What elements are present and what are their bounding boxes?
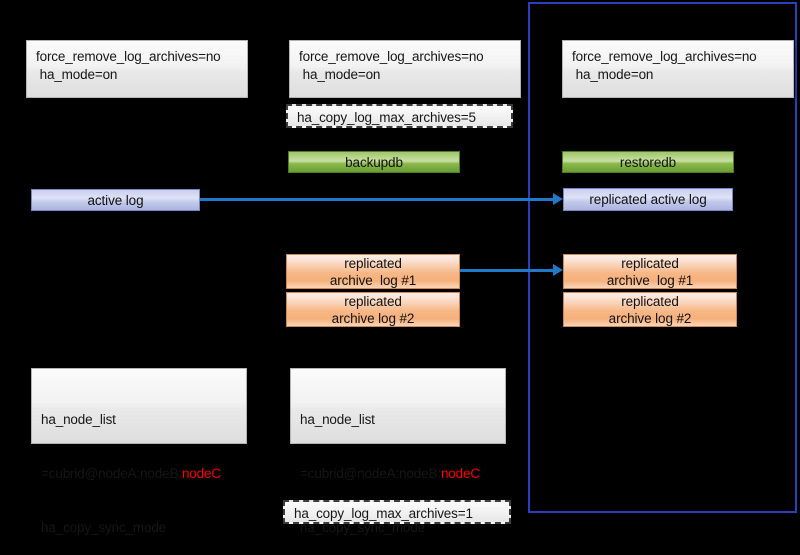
middle-ha-node-list-line2: =cubrid@nodeA:nodeB:nodeC [300,465,505,483]
middle-ha-node-list-box: ha_node_list =cubrid@nodeA:nodeB:nodeC h… [290,368,506,535]
left-node-config-box: force_remove_log_archives=no ha_mode=on [26,40,248,98]
active-log-replication-arrow-head [553,193,563,205]
middle-node-config-box: force_remove_log_archives=no ha_mode=on [289,40,521,98]
middle-max-archives-box: ha_copy_log_max_archives=5 [286,104,513,128]
backupdb-command-box: backupdb [288,151,460,173]
left-ha-node-list-line2-prefix: =cubrid@nodeA:nodeB: [41,466,182,481]
active-log-replication-arrow-line [200,198,553,201]
right-node-config-box: force_remove_log_archives=no ha_mode=on [562,40,794,98]
right-replicated-archive-log-2: replicated archive log #2 [563,292,737,327]
left-ha-node-list-line2-highlight: nodeC [181,466,221,481]
right-replicated-archive-log-1: replicated archive log #1 [563,254,737,289]
left-ha-node-list-line2: =cubrid@nodeA:nodeB:nodeC [41,465,246,483]
archive-log-replication-arrow-line [460,269,553,272]
left-ha-node-list-box: ha_node_list =cubrid@nodeA:nodeB:nodeC h… [31,368,247,535]
left-ha-copy-sync-mode-line: ha_copy_sync_mode [41,520,167,535]
left-ha-node-list-line1: ha_node_list [41,412,116,427]
middle-ha-node-list-line2-highlight: nodeC [440,466,480,481]
middle-ha-node-list-line1: ha_node_list [300,412,375,427]
restoredb-command-box: restoredb [562,151,734,173]
replica-region-border [528,2,797,513]
archive-log-replication-arrow-head [553,264,563,276]
middle-ha-node-list-line2-prefix: =cubrid@nodeA:nodeB: [300,466,441,481]
right-replicated-active-log-box: replicated active log [563,188,733,211]
middle-max-archives-bottom-box: ha_copy_log_max_archives=1 [283,500,511,524]
middle-replicated-archive-log-1: replicated archive log #1 [286,254,460,289]
middle-replicated-archive-log-2: replicated archive log #2 [286,292,460,327]
left-active-log-box: active log [31,189,200,211]
